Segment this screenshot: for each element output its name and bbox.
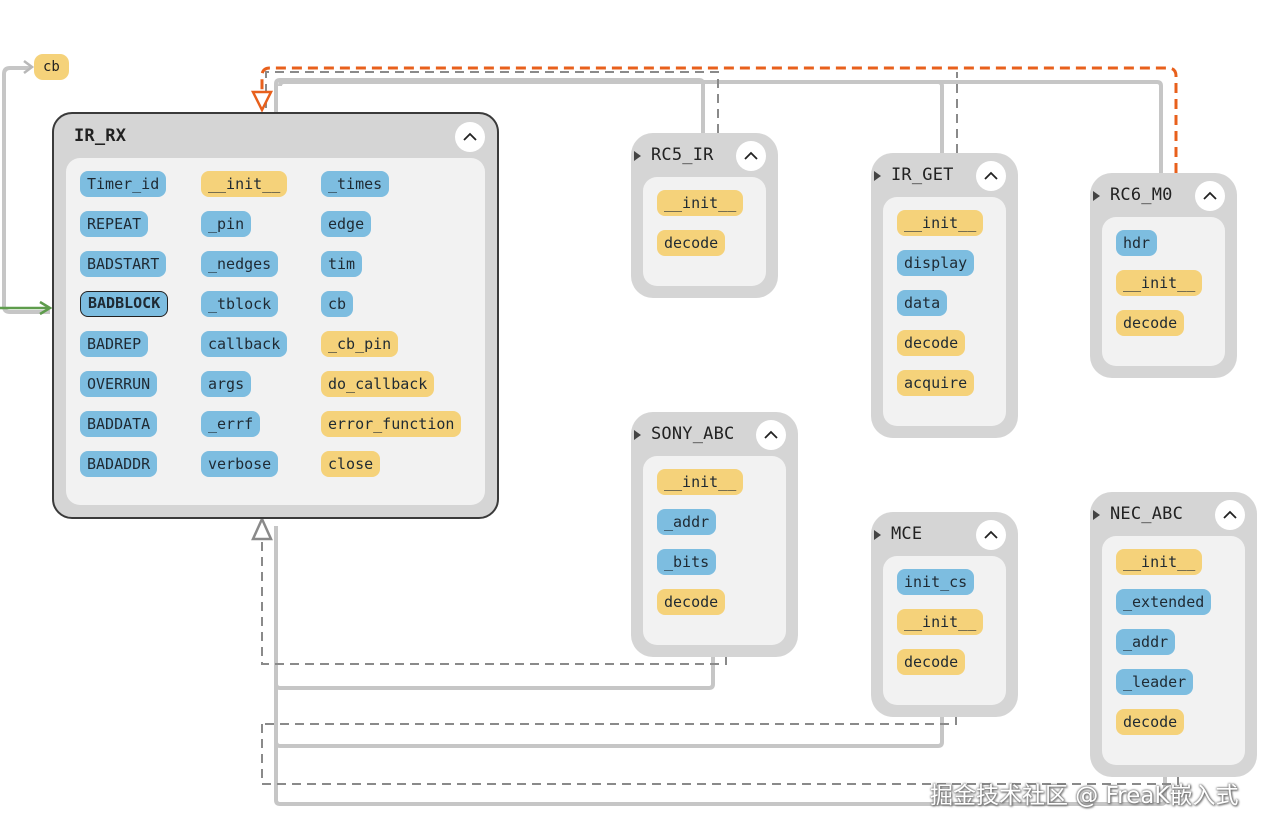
- member-chip[interactable]: __init__: [1116, 270, 1203, 296]
- member-chip[interactable]: BADREP: [80, 331, 149, 357]
- member-chip[interactable]: _tblock: [201, 291, 279, 317]
- member-chip[interactable]: BADDATA: [80, 411, 158, 437]
- member-chip[interactable]: _errf: [201, 411, 261, 437]
- member-chip[interactable]: hdr: [1116, 230, 1158, 256]
- class-title: MCE: [891, 524, 923, 544]
- chevron-up-icon[interactable]: [1215, 500, 1245, 530]
- expand-triangle-icon[interactable]: [874, 171, 881, 181]
- class-header: RC6_M0: [1090, 173, 1237, 217]
- class-members: __init__decode: [643, 177, 766, 286]
- chevron-up-icon[interactable]: [455, 122, 485, 152]
- member-chip[interactable]: verbose: [201, 451, 279, 477]
- class-header: MCE: [871, 512, 1018, 556]
- class-header: IR_GET: [871, 153, 1018, 197]
- chevron-up-icon[interactable]: [736, 141, 766, 171]
- member-chip[interactable]: callback: [201, 331, 288, 357]
- class-title: IR_RX: [74, 126, 127, 146]
- class-header: SONY_ABC: [631, 412, 798, 456]
- member-chip[interactable]: __init__: [1116, 549, 1203, 575]
- member-chip[interactable]: _times: [321, 171, 390, 197]
- expand-triangle-icon[interactable]: [1093, 510, 1100, 520]
- member-chip[interactable]: __init__: [897, 609, 984, 635]
- class-members: __init__display data decode acquire: [883, 197, 1006, 426]
- class-title: SONY_ABC: [651, 424, 735, 444]
- member-chip[interactable]: OVERRUN: [80, 371, 158, 397]
- class-title: RC5_IR: [651, 145, 714, 165]
- member-chip[interactable]: close: [321, 451, 381, 477]
- member-chip[interactable]: _pin: [201, 211, 252, 237]
- member-chip[interactable]: __init__: [897, 210, 984, 236]
- expand-triangle-icon[interactable]: [634, 430, 641, 440]
- class-header: RC5_IR: [631, 133, 778, 177]
- member-chip[interactable]: error_function: [321, 411, 462, 437]
- member-chip[interactable]: decode: [657, 589, 726, 615]
- class-header: NEC_ABC: [1090, 492, 1257, 536]
- member-chip[interactable]: BADADDR: [80, 451, 158, 477]
- watermark: 掘金技术社区 @ FreaK嵌入式: [930, 783, 1239, 809]
- member-chip[interactable]: REPEAT: [80, 211, 149, 237]
- member-chip[interactable]: tim: [321, 251, 363, 277]
- arrowhead-highlight: [250, 90, 274, 113]
- member-chip[interactable]: cb: [321, 291, 354, 317]
- member-chip[interactable]: _leader: [1116, 669, 1194, 695]
- member-chip[interactable]: decode: [1116, 310, 1185, 336]
- edge-dashed-mce: [262, 716, 957, 725]
- member-chip[interactable]: args: [201, 371, 252, 397]
- member-chip[interactable]: __init__: [657, 469, 744, 495]
- expand-triangle-icon[interactable]: [634, 151, 641, 161]
- chevron-up-icon[interactable]: [756, 420, 786, 450]
- class-header: IR_RX: [54, 114, 497, 158]
- cb-node[interactable]: cb: [34, 54, 69, 80]
- member-chip[interactable]: BADSTART: [80, 251, 167, 277]
- class-card-ir-get[interactable]: IR_GET __init__display data decode acquire: [871, 153, 1018, 438]
- member-chip[interactable]: decode: [1116, 709, 1185, 735]
- class-title: RC6_M0: [1110, 185, 1173, 205]
- class-members: hdr __init__decode: [1102, 217, 1225, 366]
- member-chip[interactable]: decode: [897, 330, 966, 356]
- chevron-up-icon[interactable]: [976, 520, 1006, 550]
- chevron-up-icon[interactable]: [976, 161, 1006, 191]
- member-chip[interactable]: BADBLOCK: [80, 291, 169, 317]
- expand-triangle-icon[interactable]: [1093, 191, 1100, 201]
- arrowhead-green: [39, 300, 53, 316]
- arrowhead-inherit-bottom: [251, 515, 273, 541]
- member-chip[interactable]: _bits: [657, 549, 717, 575]
- member-chip[interactable]: Timer_id: [80, 171, 167, 197]
- chevron-up-icon[interactable]: [1195, 181, 1225, 211]
- member-chip[interactable]: _addr: [1116, 629, 1176, 655]
- member-chip[interactable]: __init__: [201, 171, 288, 197]
- member-chip[interactable]: decode: [897, 649, 966, 675]
- class-members: init_cs __init__decode: [883, 556, 1006, 705]
- edge-dashed-nec: [261, 724, 1179, 785]
- class-card-rc5-ir[interactable]: RC5_IR __init__decode: [631, 133, 778, 298]
- member-chip[interactable]: edge: [321, 211, 372, 237]
- class-title: NEC_ABC: [1110, 504, 1184, 524]
- class-card-mce[interactable]: MCE init_cs __init__decode: [871, 512, 1018, 717]
- member-chip[interactable]: __init__: [657, 190, 744, 216]
- expand-triangle-icon[interactable]: [874, 530, 881, 540]
- arrow-to-cb: [23, 60, 35, 74]
- member-chip[interactable]: do_callback: [321, 371, 435, 397]
- member-chip[interactable]: _nedges: [201, 251, 279, 277]
- member-chip[interactable]: _addr: [657, 509, 717, 535]
- member-chip[interactable]: _extended: [1116, 589, 1212, 615]
- member-chip[interactable]: _cb_pin: [321, 331, 399, 357]
- member-chip[interactable]: acquire: [897, 370, 975, 396]
- class-title: IR_GET: [891, 165, 954, 185]
- member-chip[interactable]: data: [897, 290, 948, 316]
- member-chip[interactable]: decode: [657, 230, 726, 256]
- member-chip[interactable]: init_cs: [897, 569, 975, 595]
- member-chip[interactable]: display: [897, 250, 975, 276]
- edge-cb-left: [2, 66, 50, 314]
